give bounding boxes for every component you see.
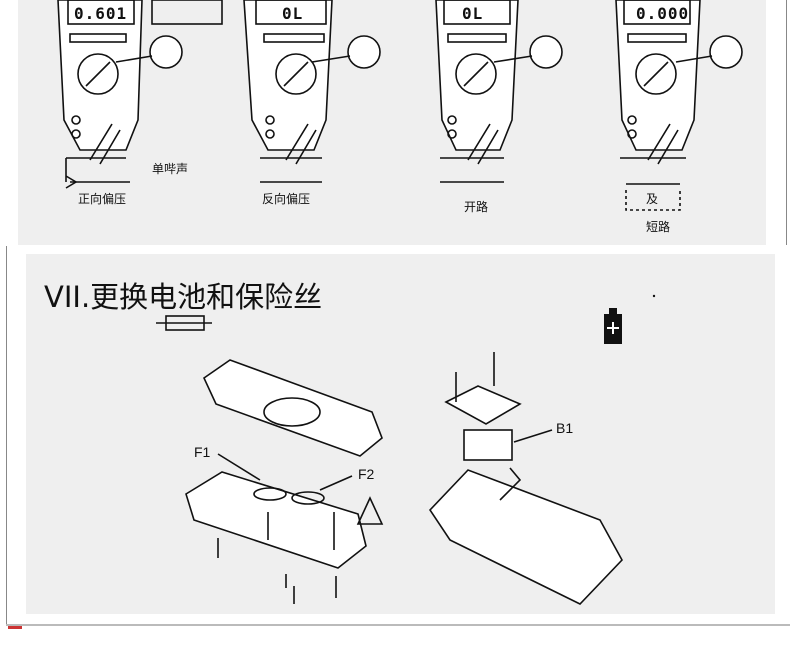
fuse-symbol — [156, 315, 212, 331]
label-battery-b1: B1 — [556, 420, 574, 436]
caption-and: 及 — [646, 192, 659, 206]
footer-rule — [6, 624, 790, 626]
lcd-reading-3: 0L — [462, 4, 484, 23]
stray-dot — [652, 294, 656, 298]
caption-single-beep: 单哔声 — [152, 162, 189, 176]
lcd-reading-1: 0.601 — [74, 4, 128, 23]
caption-reverse-bias: 反向偏压 — [262, 192, 311, 206]
footer-accent-mark — [8, 626, 22, 629]
battery-icon — [604, 308, 622, 344]
label-fuse-f2: F2 — [358, 466, 375, 482]
multimeter-short-circuit — [615, 0, 743, 211]
meter-bottom-housing-fuses — [185, 453, 384, 604]
caption-open-circuit: 开路 — [464, 200, 489, 214]
label-fuse-f1: F1 — [194, 444, 211, 460]
multimeter-forward-bias — [57, 0, 223, 189]
replacement-illustration-panel — [26, 254, 775, 614]
caption-forward-bias: 正向偏压 — [78, 192, 127, 206]
multimeter-reverse-bias — [243, 0, 381, 183]
lcd-reading-4: 0.000 — [636, 4, 690, 23]
meter-battery-compartment — [428, 352, 623, 605]
caption-short-circuit: 短路 — [646, 220, 671, 234]
section-title: VII.更换电池和保险丝 — [44, 280, 323, 314]
lcd-reading-2: 0L — [282, 4, 304, 23]
frame-border-right — [786, 0, 787, 245]
multimeter-open-circuit — [435, 0, 563, 183]
meter-top-housing — [202, 359, 383, 457]
frame-border-left — [6, 246, 7, 626]
